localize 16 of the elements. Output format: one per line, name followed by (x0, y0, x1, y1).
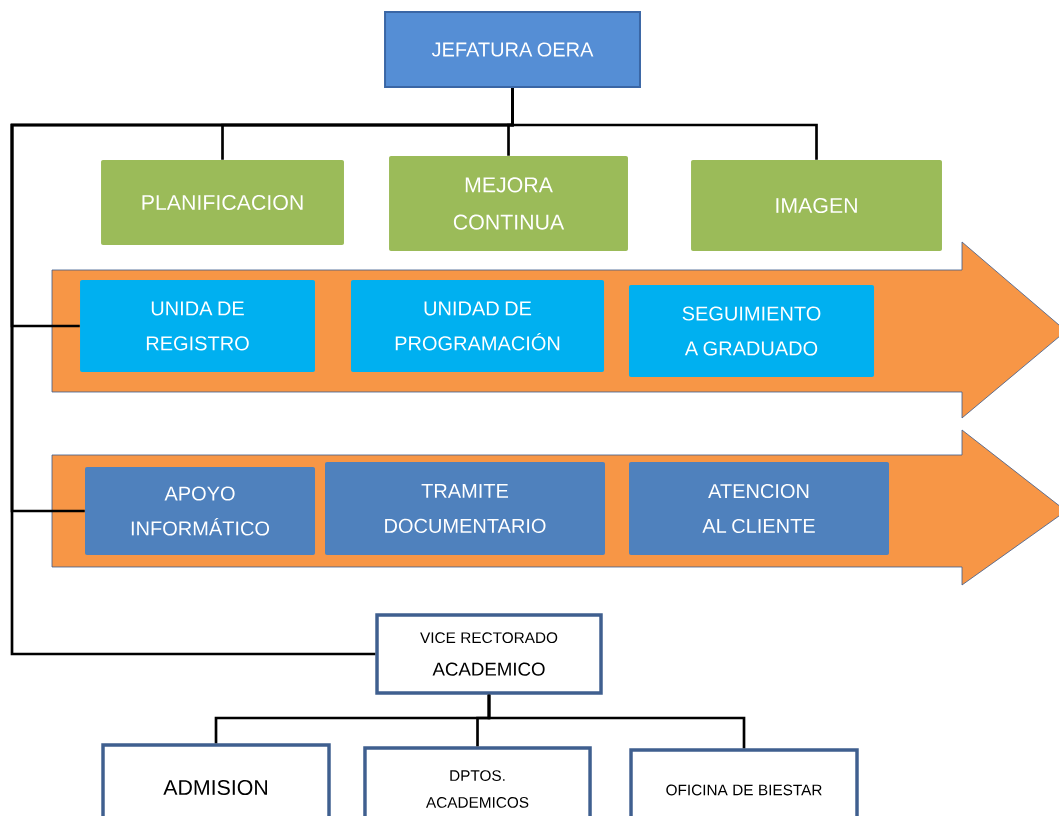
department-box: DPTOS. ACADEMICOS (363, 746, 592, 816)
connector-line (10, 87, 514, 656)
unit-box: UNIDA DE REGISTRO (80, 280, 315, 372)
unit-box: APOYO INFORMÁTICO (85, 467, 315, 555)
unit-box: IMAGEN (691, 160, 942, 251)
unit-box: ATENCION AL CLIENTE (629, 461, 889, 556)
unit-box: PLANIFICACION (101, 159, 344, 246)
unit-box: TRAMITE DOCUMENTARIO (325, 461, 605, 556)
department-box: ADMISION (101, 743, 331, 816)
unit-box: MEJORA CONTINUA (389, 156, 628, 251)
department-box: OFICINA DE BIESTAR (629, 748, 859, 816)
title-box: JEFATURA OERA (384, 11, 641, 88)
department-box: VICE RECTORADO ACADEMICO (375, 613, 603, 695)
connector-line (487, 694, 746, 749)
unit-box: UNIDAD DE PROGRAMACIÓN (351, 280, 605, 372)
unit-box: SEGUIMIENTO A GRADUADO (629, 285, 875, 377)
